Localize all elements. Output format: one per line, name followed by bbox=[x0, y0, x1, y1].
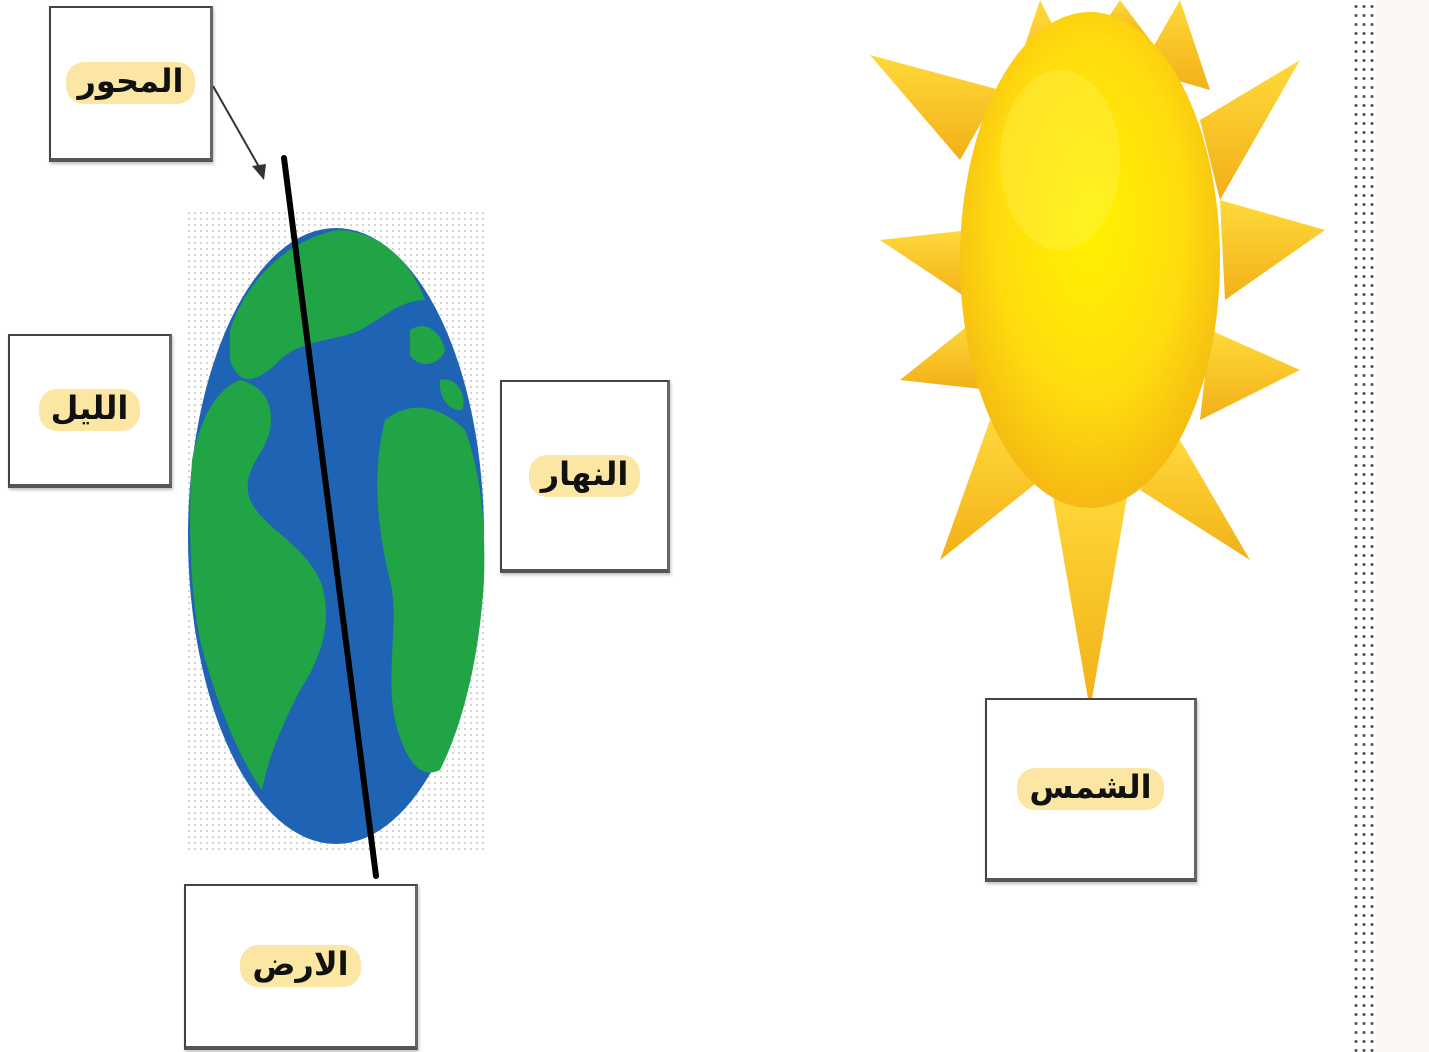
night-label-box: الليل bbox=[8, 334, 172, 488]
dotted-border bbox=[1352, 0, 1376, 1052]
day-label: النهار bbox=[528, 454, 641, 497]
sun-icon bbox=[870, 0, 1325, 710]
night-label: الليل bbox=[38, 389, 141, 431]
earth-label: الارض bbox=[240, 945, 361, 987]
day-label-box: النهار bbox=[500, 380, 670, 573]
earth-label-box: الارض bbox=[184, 884, 418, 1050]
earth-globe-icon bbox=[185, 212, 485, 852]
axis-label: المحور bbox=[65, 62, 196, 104]
sun-label-box: الشمس bbox=[985, 698, 1197, 882]
sun-label: الشمس bbox=[1017, 768, 1164, 810]
side-panel bbox=[1376, 0, 1429, 1052]
axis-label-box: المحور bbox=[49, 6, 213, 162]
